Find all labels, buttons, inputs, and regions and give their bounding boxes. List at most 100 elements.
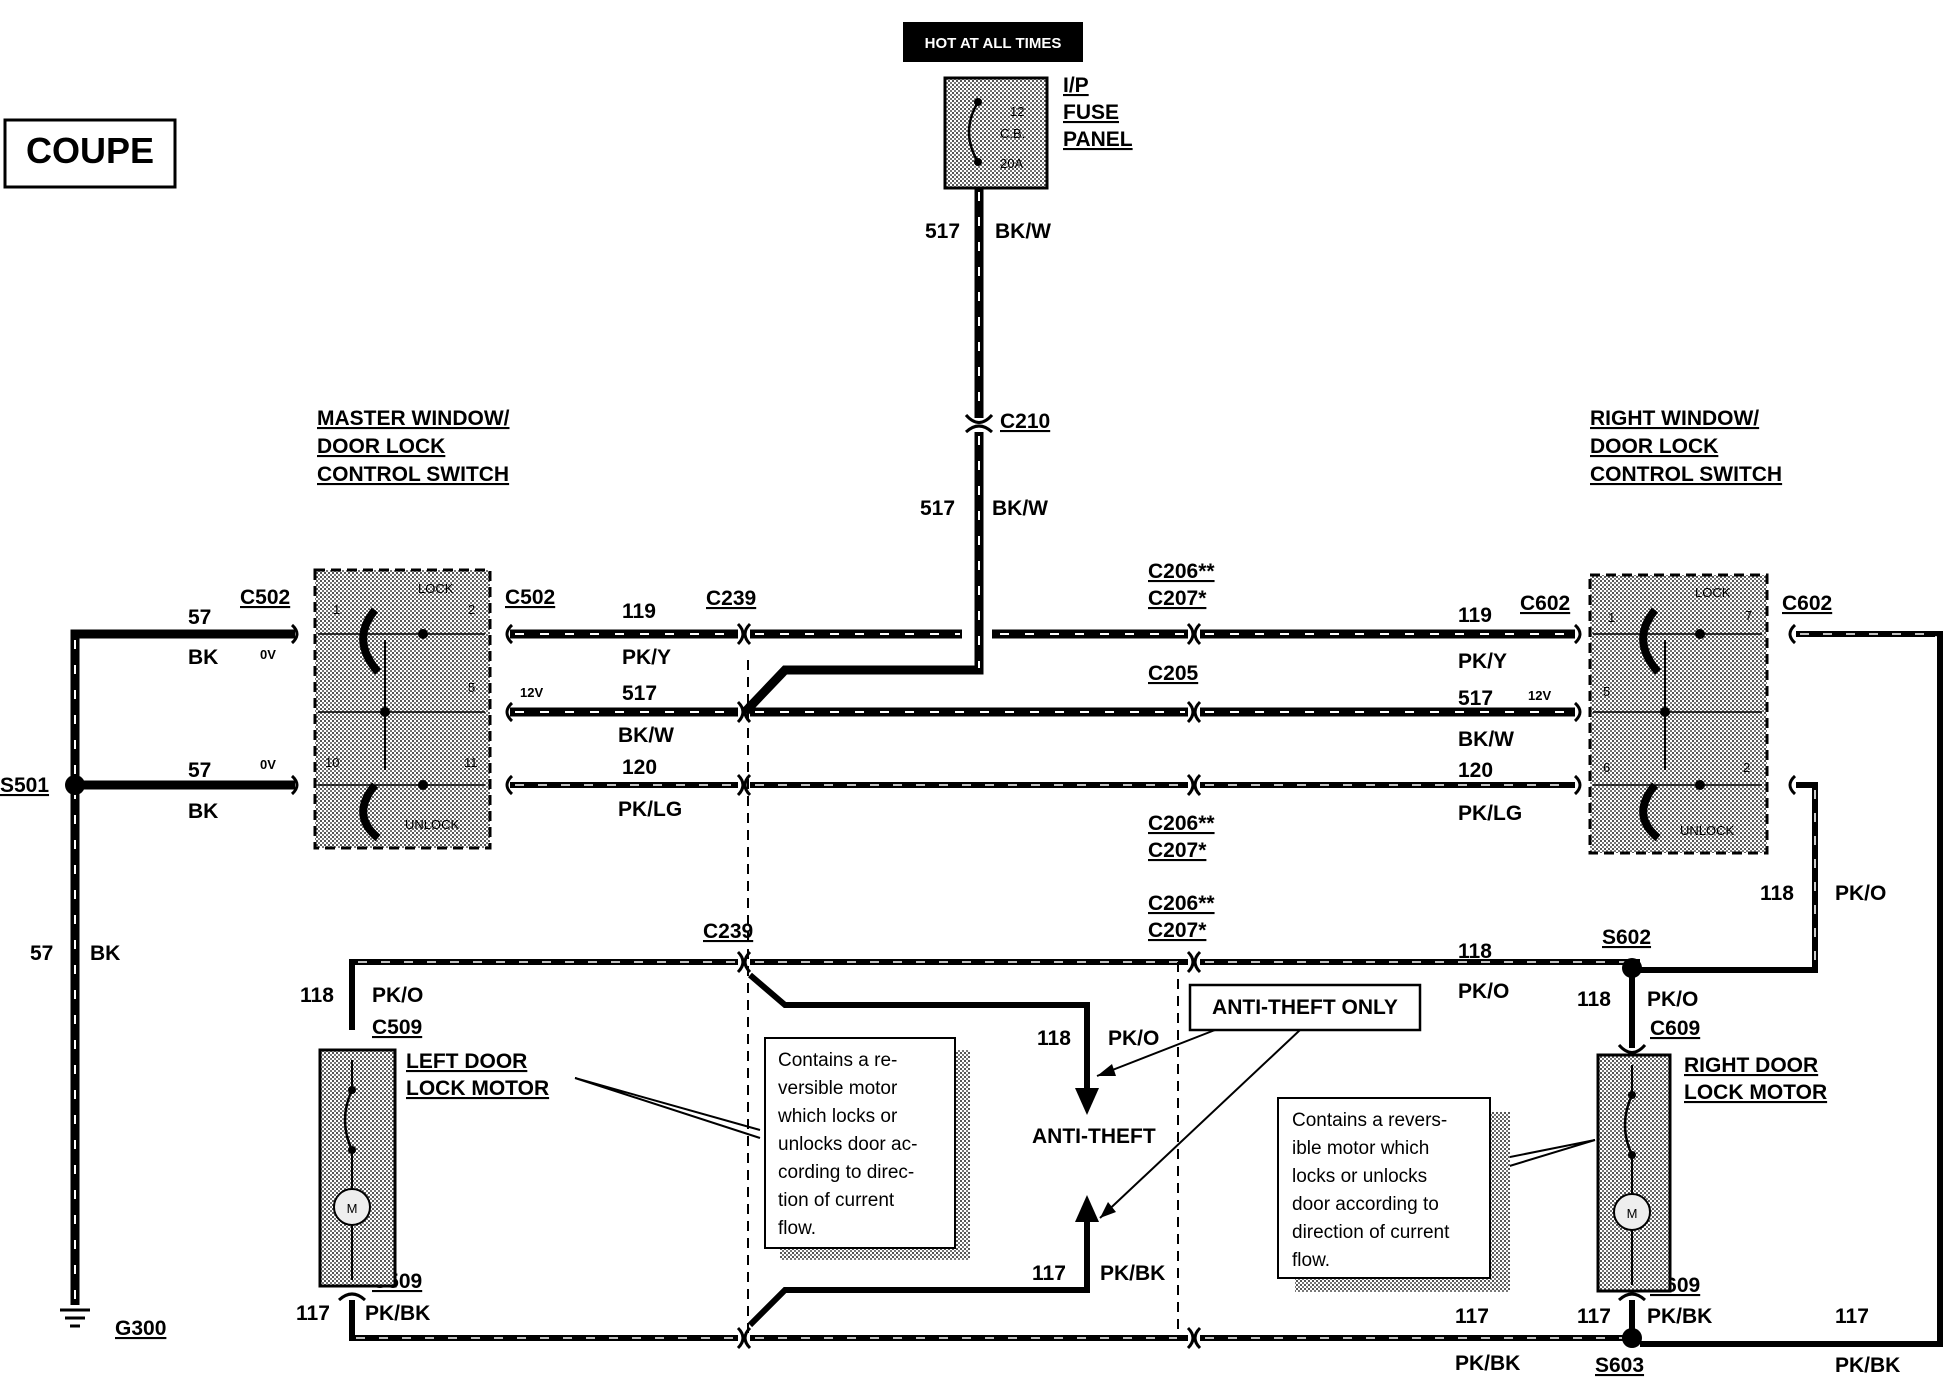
- svg-text:BK/W: BK/W: [1458, 728, 1514, 751]
- svg-text:0V: 0V: [260, 647, 276, 662]
- svg-text:12V: 12V: [520, 685, 543, 700]
- svg-text:PK/BK: PK/BK: [1835, 1354, 1900, 1377]
- svg-text:UNLOCK: UNLOCK: [1680, 823, 1735, 838]
- svg-text:Contains a re-: Contains a re-: [778, 1050, 897, 1071]
- svg-text:flow.: flow.: [778, 1218, 816, 1239]
- svg-text:BK/W: BK/W: [992, 497, 1048, 520]
- svg-text:PK/BK: PK/BK: [1647, 1305, 1712, 1328]
- svg-text:FUSE: FUSE: [1063, 101, 1119, 124]
- svg-text:PK/O: PK/O: [1835, 882, 1886, 905]
- svg-text:RIGHT WINDOW/: RIGHT WINDOW/: [1590, 407, 1759, 430]
- svg-text:57: 57: [30, 942, 53, 965]
- svg-text:LOCK MOTOR: LOCK MOTOR: [1684, 1081, 1827, 1104]
- svg-text:5: 5: [468, 680, 475, 695]
- coupe-title: COUPE: [26, 130, 154, 171]
- wire-119: 119 PK/Y 119 PK/Y: [510, 600, 1575, 673]
- svg-text:517: 517: [1458, 687, 1493, 710]
- right-switch: RIGHT WINDOW/ DOOR LOCK CONTROL SWITCH L…: [1588, 407, 1782, 855]
- svg-text:PK/Y: PK/Y: [622, 646, 671, 669]
- svg-text:HOT AT ALL TIMES: HOT AT ALL TIMES: [925, 35, 1062, 52]
- svg-text:PK/BK: PK/BK: [1100, 1262, 1165, 1285]
- connector-c206-mid: C206**: [1148, 812, 1215, 835]
- svg-text:PK/O: PK/O: [372, 984, 423, 1007]
- wire-118-right: 118 PK/O: [1640, 782, 1886, 973]
- svg-text:7: 7: [1745, 608, 1752, 623]
- splice-s501: S501: [0, 774, 49, 797]
- svg-text:11: 11: [464, 755, 478, 770]
- fuse-panel: 12 C.B. 20A I/P FUSE PANEL: [943, 74, 1133, 190]
- svg-text:57: 57: [188, 759, 211, 782]
- svg-text:M: M: [347, 1201, 358, 1216]
- svg-text:517: 517: [925, 220, 960, 243]
- svg-text:CONTROL SWITCH: CONTROL SWITCH: [1590, 463, 1782, 486]
- svg-text:unlocks door ac-: unlocks door ac-: [778, 1134, 917, 1155]
- svg-text:BK/W: BK/W: [995, 220, 1051, 243]
- svg-text:MASTER WINDOW/: MASTER WINDOW/: [317, 407, 510, 430]
- svg-text:PK/LG: PK/LG: [618, 798, 682, 821]
- coupe-title-box: COUPE: [3, 118, 177, 189]
- svg-text:BK: BK: [90, 942, 120, 965]
- svg-text:PK/O: PK/O: [1647, 988, 1698, 1011]
- svg-text:LEFT DOOR: LEFT DOOR: [406, 1050, 527, 1073]
- svg-text:PK/BK: PK/BK: [1455, 1352, 1520, 1375]
- svg-text:CONTROL SWITCH: CONTROL SWITCH: [317, 463, 509, 486]
- svg-text:which locks or: which locks or: [777, 1106, 898, 1127]
- svg-text:Contains a revers-: Contains a revers-: [1292, 1110, 1447, 1131]
- connector-c609-top: C609: [1650, 1017, 1700, 1040]
- connector-c239-top: C239: [706, 587, 756, 610]
- master-switch: MASTER WINDOW/ DOOR LOCK CONTROL SWITCH …: [313, 407, 555, 850]
- svg-text:PK/Y: PK/Y: [1458, 650, 1507, 673]
- svg-text:5: 5: [1603, 684, 1610, 699]
- svg-text:117: 117: [1455, 1305, 1489, 1328]
- connector-c602-right: C602: [1782, 592, 1832, 615]
- anti-theft-label: ANTI-THEFT: [1032, 1125, 1156, 1148]
- svg-text:1: 1: [1608, 610, 1615, 625]
- svg-text:cording to direc-: cording to direc-: [778, 1162, 914, 1183]
- svg-text:PK/LG: PK/LG: [1458, 802, 1522, 825]
- power-source-label: HOT AT ALL TIMES: [903, 22, 1083, 62]
- svg-text:tion of current: tion of current: [778, 1190, 895, 1211]
- svg-text:118: 118: [300, 984, 334, 1007]
- svg-text:118: 118: [1760, 882, 1794, 905]
- svg-text:118: 118: [1037, 1027, 1071, 1050]
- svg-text:20A: 20A: [1000, 156, 1023, 171]
- svg-text:versible motor: versible motor: [778, 1078, 898, 1099]
- connector-c207-mid: C207*: [1148, 839, 1207, 862]
- svg-text:BK: BK: [188, 800, 218, 823]
- wire-517-feed: 517 BK/W C210 517 BK/W: [741, 188, 1051, 716]
- connector-c509-top: C509: [372, 1016, 422, 1039]
- wire-517-horizontal: 517 BK/W 517 BK/W 12V 12V: [510, 682, 1575, 751]
- svg-text:117: 117: [1835, 1305, 1869, 1328]
- connector-c502-right: C502: [505, 586, 555, 609]
- ground-circuit: S501 G300 57 BK 57 BK 57 BK 0V 0V C502: [0, 586, 295, 1340]
- svg-text:PK/O: PK/O: [1458, 980, 1509, 1003]
- ground-g300: G300: [115, 1317, 166, 1340]
- svg-text:119: 119: [1458, 604, 1492, 627]
- svg-text:PK/BK: PK/BK: [365, 1302, 430, 1325]
- svg-text:117: 117: [296, 1302, 330, 1325]
- note-right: Contains a revers- ible motor which lock…: [1277, 1097, 1510, 1292]
- svg-text:120: 120: [1458, 759, 1493, 782]
- left-door-lock-motor: M LEFT DOOR LOCK MOTOR: [318, 1048, 761, 1288]
- svg-text:120: 120: [622, 756, 657, 779]
- svg-text:ible motor which: ible motor which: [1292, 1138, 1429, 1159]
- svg-text:LOCK: LOCK: [1695, 585, 1731, 600]
- svg-text:6: 6: [1603, 760, 1610, 775]
- svg-text:57: 57: [188, 606, 211, 629]
- connector-c502-left: C502: [240, 586, 290, 609]
- connector-c602-left: C602: [1520, 592, 1570, 615]
- svg-text:DOOR LOCK: DOOR LOCK: [1590, 435, 1718, 458]
- svg-text:LOCK MOTOR: LOCK MOTOR: [406, 1077, 549, 1100]
- svg-text:locks or unlocks: locks or unlocks: [1292, 1166, 1427, 1187]
- svg-text:10: 10: [325, 755, 339, 770]
- svg-text:direction of current: direction of current: [1292, 1222, 1450, 1243]
- svg-text:BK: BK: [188, 646, 218, 669]
- connector-c206-top: C206**: [1148, 560, 1215, 583]
- svg-text:2: 2: [468, 602, 475, 617]
- connector-c206-bottom: C206**: [1148, 892, 1215, 915]
- wire-117-right-loop: 117 PK/BK: [1640, 631, 1943, 1377]
- connector-c207-bottom: C207*: [1148, 919, 1207, 942]
- svg-text:118: 118: [1577, 988, 1611, 1011]
- splice-s603: S603: [1595, 1354, 1644, 1377]
